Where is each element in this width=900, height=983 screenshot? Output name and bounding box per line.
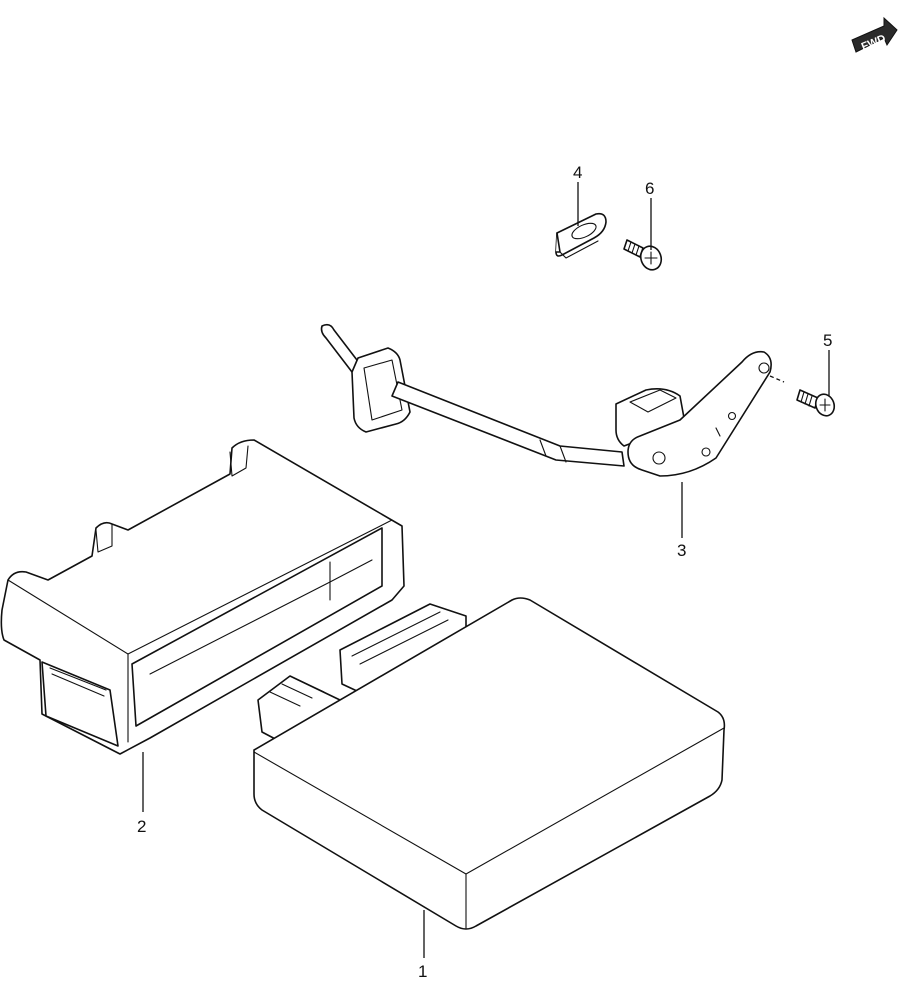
callout-labels: 1 2 3 4 5 6 [137,163,832,981]
callout-1: 1 [418,962,427,981]
callout-5: 5 [823,331,832,350]
part-5-screw [769,375,836,417]
part-6-screw [623,239,663,271]
part-3-sensor-assembly [320,323,772,477]
part-2-cover [0,439,405,755]
leader-lines [142,182,830,958]
callout-4: 4 [573,163,582,182]
callout-2: 2 [137,817,146,836]
fwd-direction-badge: FWD [851,16,898,53]
part-1-ecu [253,597,726,930]
callout-3: 3 [677,541,686,560]
part-4-plate [555,212,607,259]
callout-6: 6 [645,179,654,198]
